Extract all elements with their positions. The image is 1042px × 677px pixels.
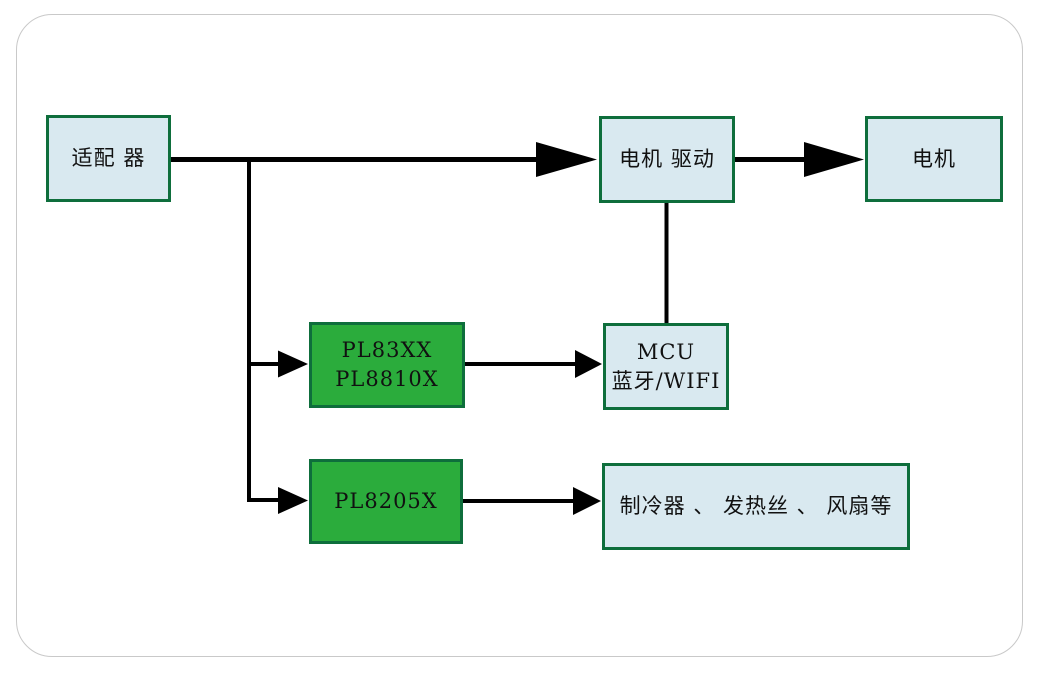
node-loads: 制冷器 、 发热丝 、 风扇等: [602, 463, 910, 550]
node-pl83xx-label-line2: PL8810X: [335, 367, 439, 391]
node-motor-drive-label: 电机 驱动: [619, 147, 715, 172]
arrowhead-into-loads: [573, 487, 601, 515]
node-mcu-label-line1: MCU: [636, 339, 696, 364]
connector-adapter-branch-vertical: [247, 157, 278, 502]
node-motor-drive: 电机 驱动: [599, 116, 735, 203]
node-adapter-label: 适配 器: [71, 146, 146, 171]
node-mcu: MCU 蓝牙/WIFI: [603, 323, 729, 410]
diagram-frame: [16, 14, 1023, 657]
arrowhead-into-motor-drive: [536, 142, 597, 177]
node-loads-label: 制冷器 、 发热丝 、 风扇等: [619, 494, 893, 519]
node-adapter: 适配 器: [46, 115, 171, 202]
arrowhead-into-pl8205x: [278, 487, 308, 514]
node-pl8205x-label: PL8205X: [334, 489, 438, 514]
node-mcu-label-line2: 蓝牙/WIFI: [611, 368, 721, 393]
node-pl8205x: PL8205X: [309, 459, 463, 544]
arrowhead-into-motor: [804, 142, 864, 177]
node-motor: 电机: [865, 116, 1003, 202]
node-pl83xx: PL83XX PL8810X: [309, 322, 465, 408]
arrowhead-into-pl83xx: [278, 350, 308, 378]
node-pl83xx-label-line1: PL83XX: [341, 338, 433, 363]
arrowhead-into-mcu: [575, 350, 602, 378]
node-motor-label: 电机: [912, 146, 956, 171]
